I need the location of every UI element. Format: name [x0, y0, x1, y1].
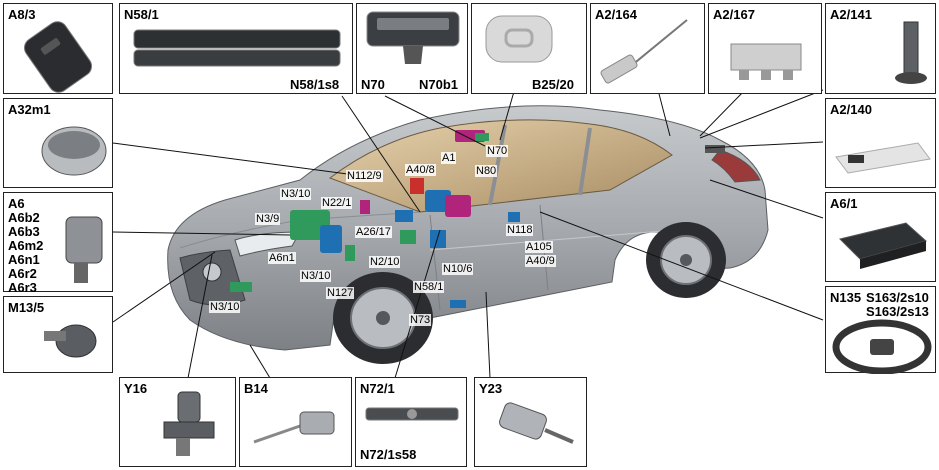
- sensor-icon: [485, 15, 553, 63]
- callout-n112-9: N112/9: [346, 170, 383, 182]
- box-a2-140: A2/140: [825, 98, 936, 188]
- label-a6-group: A6 A6b2 A6b3 A6m2 A6n1 A6r2 A6r3: [8, 196, 44, 295]
- label-n70b1: N70b1: [419, 77, 459, 92]
- box-a2-141: A2/141: [825, 3, 936, 94]
- box-n70: N70 N70b1: [356, 3, 468, 94]
- valve-icon: [163, 391, 215, 456]
- label-y16: Y16: [124, 381, 148, 396]
- label-a2-140: A2/140: [830, 102, 872, 117]
- box-n58-1: N58/1 N58/1s8: [119, 3, 353, 94]
- box-n72-1: N72/1 N72/1s58: [355, 377, 467, 467]
- antenna-film-icon: [835, 142, 931, 174]
- label-a8-3: A8/3: [8, 7, 36, 22]
- label-s163: S163/2s10 S163/2s13: [866, 290, 929, 319]
- callout-a1: A1: [441, 152, 457, 164]
- callout-a40-8: A40/8: [405, 164, 436, 176]
- motor-icon: [41, 126, 107, 176]
- module-icon: [730, 43, 802, 80]
- box-m13-5: M13/5: [3, 296, 113, 373]
- callout-n22-1: N22/1: [321, 197, 353, 209]
- box-b25-20: B25/20: [471, 3, 587, 94]
- callout-n118: N118: [506, 224, 534, 236]
- control-unit-icon: [839, 222, 928, 269]
- front-wheel: [333, 272, 433, 364]
- callout-n70: N70: [486, 145, 509, 157]
- callout-n58-1: N58/1: [413, 281, 445, 293]
- callout-n10-6: N10/6: [442, 263, 474, 275]
- box-a2-164: A2/164: [590, 3, 705, 94]
- callout-n127: N127: [326, 287, 355, 299]
- box-b14: B14: [239, 377, 352, 467]
- callout-n73: N73: [409, 314, 432, 326]
- callout-a40-9: A40/9: [525, 255, 556, 267]
- label-a2-164: A2/164: [595, 7, 637, 22]
- label-n72-1: N72/1: [360, 381, 395, 396]
- leader-lines: [112, 87, 824, 379]
- temperature-sensor-icon: [253, 411, 335, 444]
- highlighted-components: [230, 130, 725, 308]
- label-a2-141: A2/141: [830, 7, 872, 22]
- label-n72-1s58: N72/1s58: [360, 447, 417, 462]
- callout-a6n1: A6n1: [268, 252, 296, 264]
- box-y16: Y16: [119, 377, 236, 467]
- callout-n3-9: N3/9: [255, 213, 281, 225]
- callout-a105: A105: [525, 241, 553, 253]
- box-a32m1: A32m1: [3, 98, 113, 188]
- rear-wheel: [646, 222, 726, 298]
- callout-a26-17: A26/17: [355, 226, 392, 238]
- label-b25-20: B25/20: [532, 77, 574, 92]
- switch-panel-icon: [133, 29, 341, 67]
- label-a32m1: A32m1: [8, 102, 51, 117]
- label-m13-5: M13/5: [8, 300, 45, 315]
- heater-unit-icon: [65, 216, 103, 283]
- solenoid-icon: [499, 402, 574, 444]
- label-n70: N70: [361, 77, 385, 92]
- callout-n2-10: N2/10: [369, 256, 401, 268]
- box-n135: N135 S163/2s10 S163/2s13: [825, 286, 936, 374]
- switch-strip-icon: [365, 407, 459, 421]
- pump-icon: [44, 324, 97, 358]
- box-a6-1: A6/1: [825, 192, 936, 282]
- box-a2-167: A2/167: [708, 3, 822, 94]
- key-fob-icon: [23, 21, 93, 93]
- callout-n3-10-c: N3/10: [209, 301, 241, 313]
- label-n135: N135: [830, 290, 862, 305]
- callout-n3-10-b: N3/10: [300, 270, 332, 282]
- steering-wheel-icon: [832, 319, 932, 374]
- label-a6-1: A6/1: [830, 196, 858, 211]
- callout-n80: N80: [475, 165, 498, 177]
- box-a6-group: A6 A6b2 A6b3 A6m2 A6n1 A6r2 A6r3: [3, 192, 113, 295]
- overhead-control-icon: [366, 11, 460, 64]
- label-n58-1: N58/1: [124, 7, 159, 22]
- label-a2-167: A2/167: [713, 7, 755, 22]
- label-b14: B14: [244, 381, 268, 396]
- box-y23: Y23: [474, 377, 587, 467]
- box-a8-3: A8/3: [3, 3, 113, 94]
- label-n58-1s8: N58/1s8: [290, 77, 340, 92]
- callout-n3-10-a: N3/10: [280, 188, 312, 200]
- antenna-mast-icon: [895, 21, 927, 84]
- label-y23: Y23: [479, 381, 503, 396]
- antenna-icon: [600, 19, 688, 84]
